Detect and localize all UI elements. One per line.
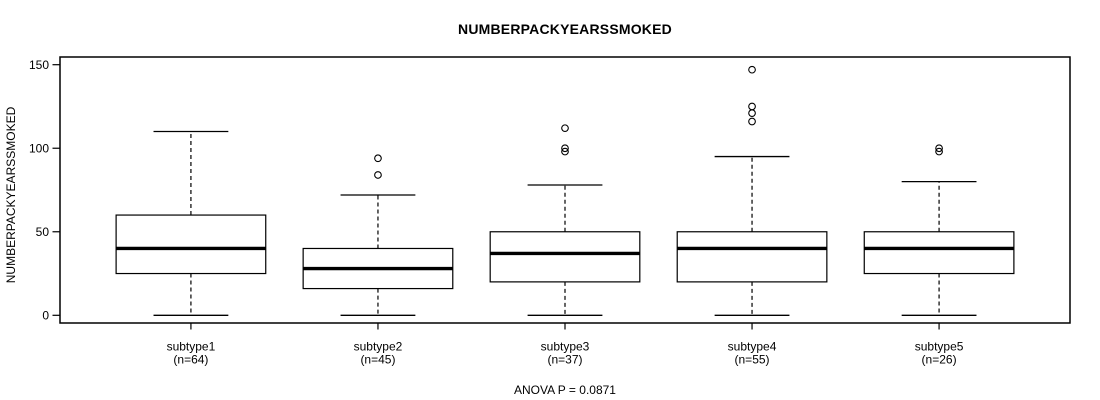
plot-border (59, 56, 1071, 324)
x-group-label: subtype5 (915, 340, 964, 354)
outlier-point (935, 147, 943, 156)
outlier-point (935, 144, 943, 153)
x-group-n-label: (n=64) (173, 353, 208, 367)
x-group-n-label: (n=26) (922, 353, 957, 367)
outlier-point (748, 65, 756, 74)
iqr-box (489, 231, 641, 283)
outlier-point (561, 147, 569, 156)
chart-title: NUMBERPACKYEARSSMOKED (458, 21, 672, 37)
x-group-label: subtype4 (728, 340, 777, 354)
boxplot-group-subtype4 (676, 65, 828, 330)
iqr-box (115, 214, 267, 275)
iqr-box (676, 231, 828, 283)
outlier-point (748, 102, 756, 111)
iqr-box (863, 231, 1015, 275)
x-group-n-label: (n=55) (735, 353, 770, 367)
outlier-point (748, 109, 756, 117)
x-group-label: subtype2 (354, 340, 403, 354)
x-group-label: subtype3 (541, 340, 590, 354)
x-group-n-label: (n=45) (360, 353, 395, 367)
y-tick-label: 0 (42, 309, 49, 323)
anova-p-annotation: ANOVA P = 0.0871 (514, 383, 616, 397)
outlier-point (374, 171, 382, 179)
boxplot-group-subtype5 (863, 144, 1015, 330)
boxplot-group-subtype3 (489, 124, 641, 330)
outlier-point (374, 154, 382, 163)
y-tick-label: 150 (29, 58, 49, 72)
boxplot-group-subtype2 (302, 154, 454, 330)
outlier-point (561, 144, 569, 153)
boxplot-group-subtype1 (115, 130, 267, 330)
outlier-point (748, 117, 756, 126)
outlier-point (561, 124, 569, 133)
x-group-n-label: (n=37) (547, 353, 582, 367)
y-axis-title: NUMBERPACKYEARSSMOKED (4, 106, 18, 283)
y-tick-label: 50 (36, 225, 50, 239)
x-group-label: subtype1 (167, 340, 216, 354)
y-tick-label: 100 (29, 141, 49, 155)
